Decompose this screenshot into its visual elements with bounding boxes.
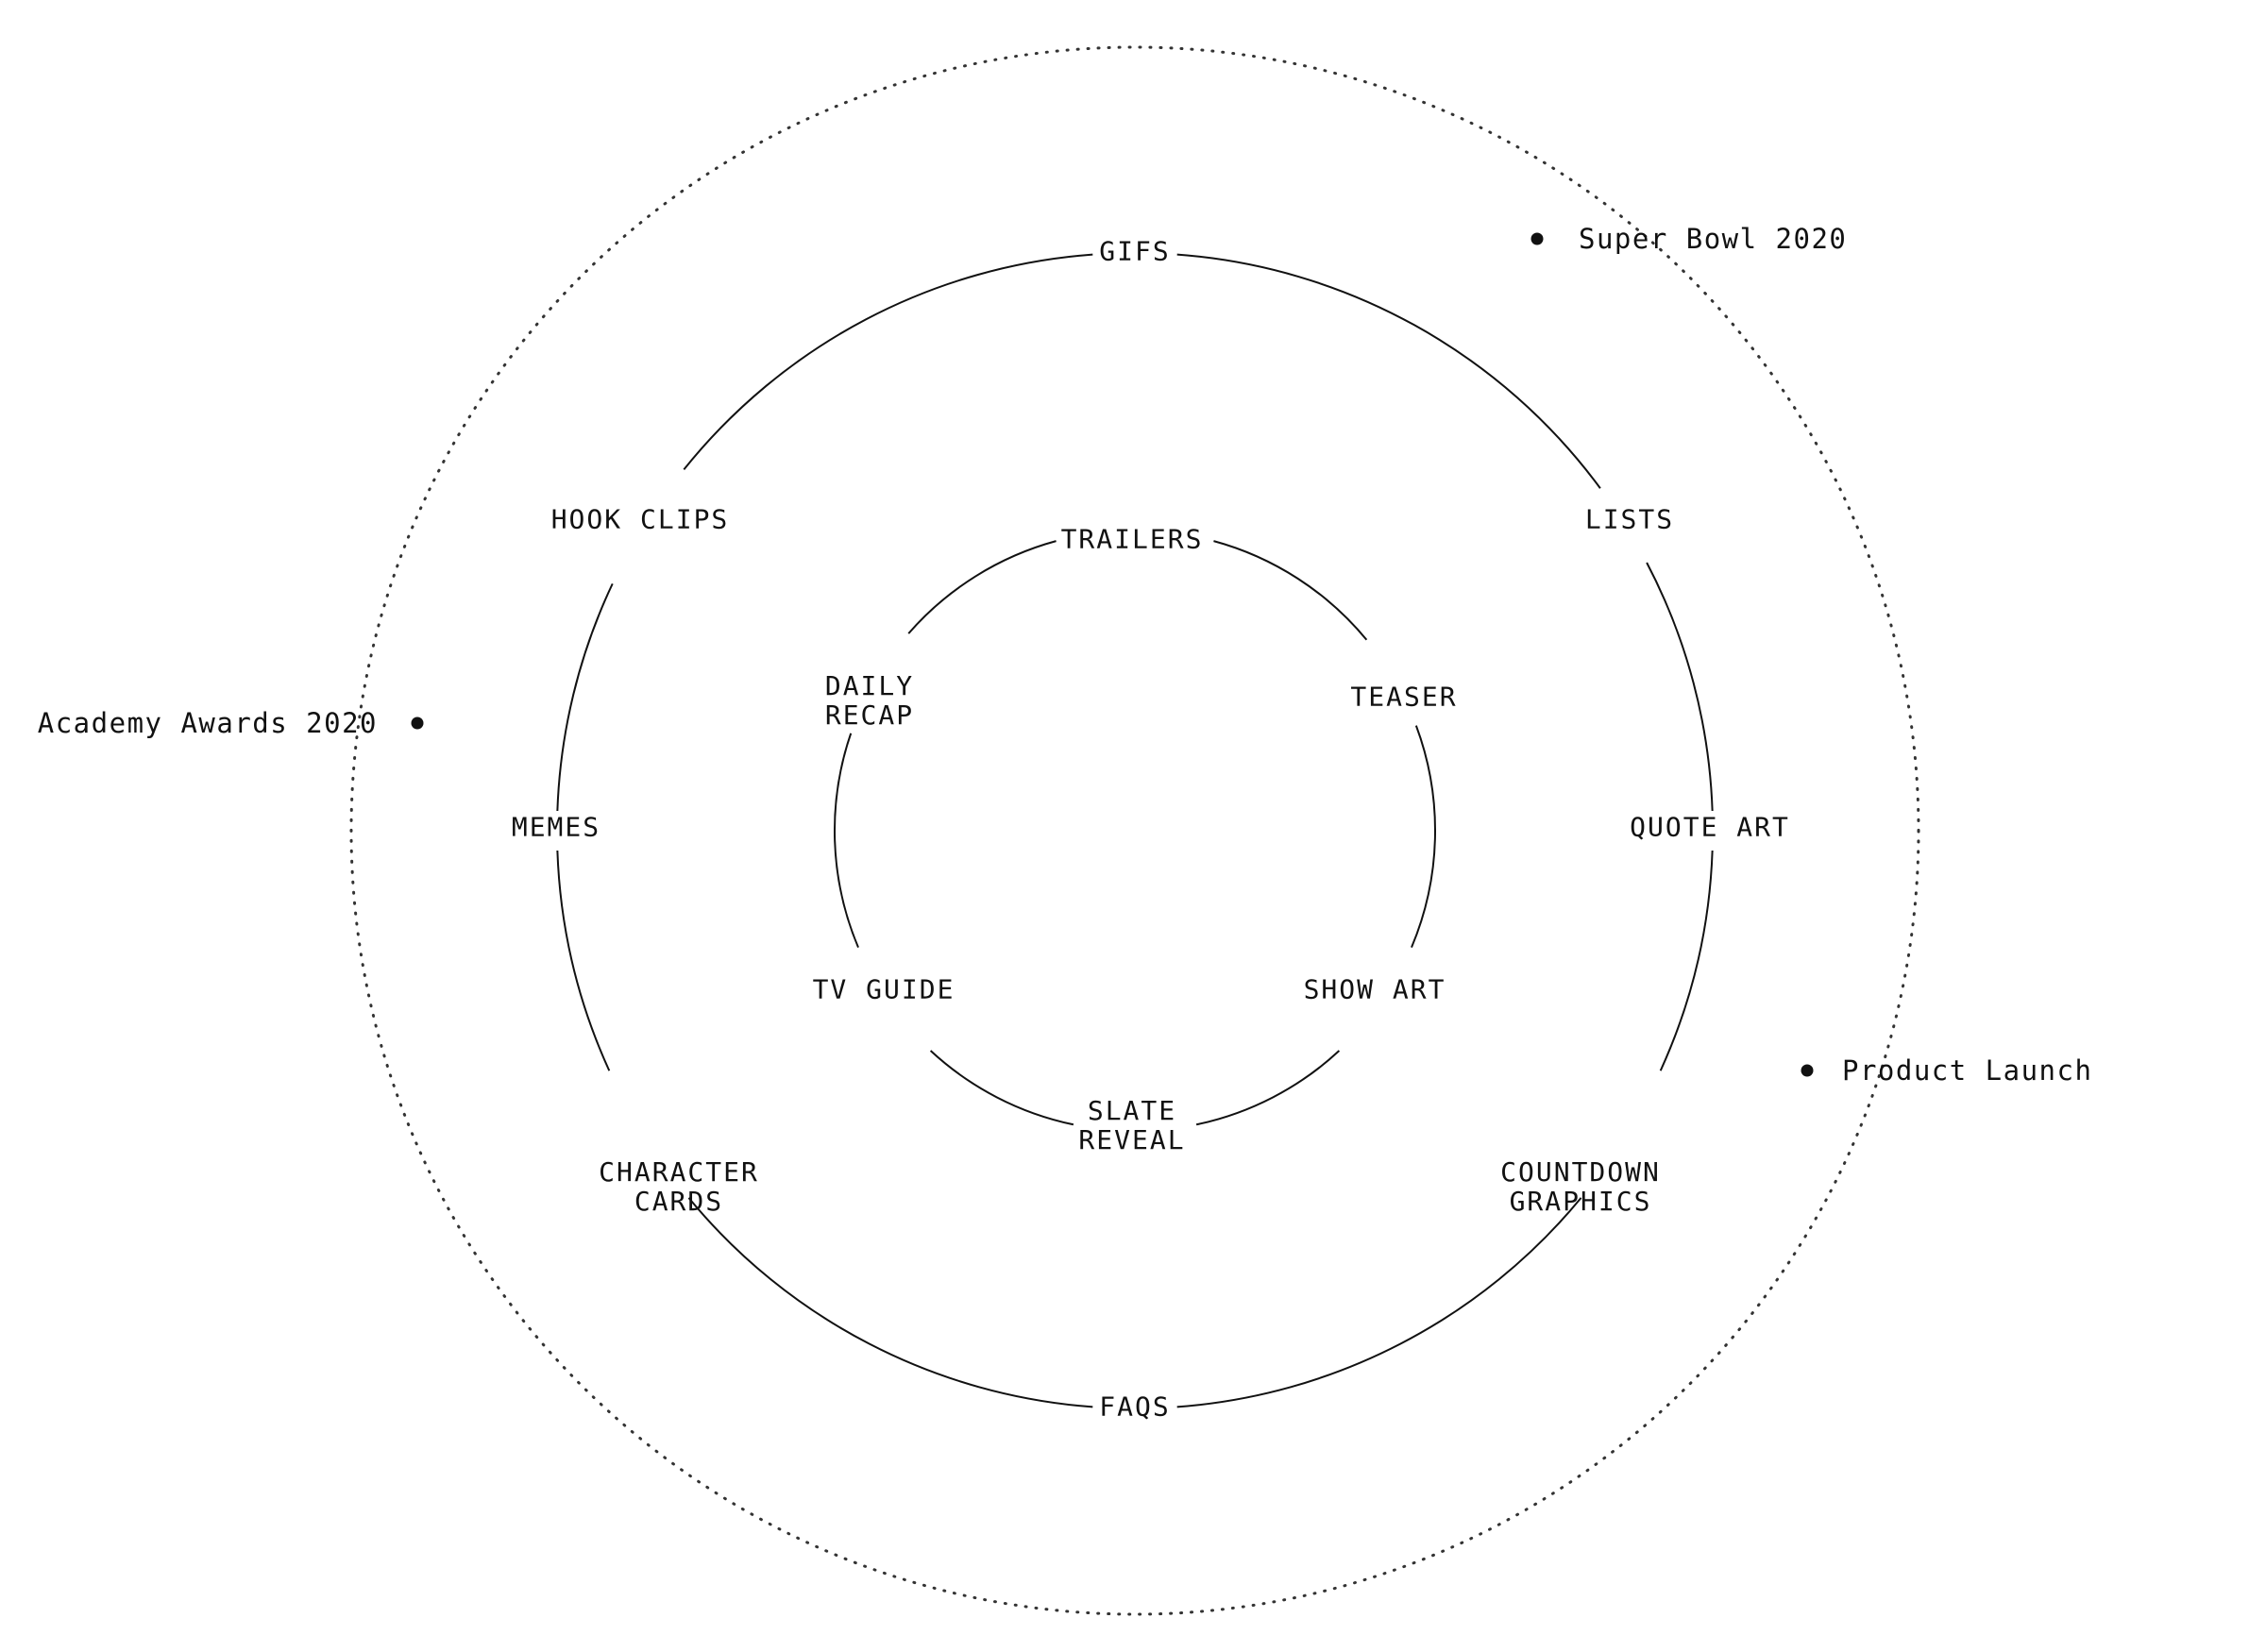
- label-teaser: TEASER: [1350, 682, 1457, 713]
- inner-ring-arc: [1213, 540, 1368, 641]
- middle-ring-arc: [1659, 850, 1714, 1071]
- inner-ring-arc: [907, 540, 1057, 634]
- label-countdown-graphics-line-1: COUNTDOWN: [1500, 1156, 1661, 1188]
- event-label-product-launch: Product Launch: [1842, 1054, 2092, 1087]
- label-memes: MEMES: [512, 812, 600, 843]
- inner-ring-arc: [1195, 1050, 1341, 1126]
- inner-ring-arc: [1411, 725, 1437, 949]
- middle-ring-arc: [1176, 253, 1601, 489]
- outer-ring-dotted: [349, 45, 1920, 1616]
- label-show-art: SHOW ART: [1304, 974, 1446, 1005]
- label-daily-recap-line-1: DAILY: [825, 670, 914, 701]
- middle-ring-arc: [556, 850, 611, 1071]
- label-quote-art: QUOTE ART: [1630, 812, 1790, 843]
- label-character-cards-line-2: CARDS: [634, 1186, 723, 1217]
- middle-ring-arc: [687, 1197, 1093, 1408]
- event-dot-super-bowl: [1530, 232, 1544, 245]
- ring-arcs: [556, 253, 1714, 1408]
- inner-ring-arc: [929, 1050, 1074, 1126]
- label-lists: LISTS: [1585, 504, 1674, 535]
- label-countdown-graphics-line-2: GRAPHICS: [1510, 1186, 1652, 1217]
- event-dot-product-launch: [1801, 1064, 1814, 1077]
- middle-ring-arc: [1646, 562, 1714, 812]
- label-faqs: FAQS: [1099, 1391, 1170, 1423]
- event-label-academy-awards: Academy Awards 2020: [38, 707, 378, 739]
- middle-ring-arc: [556, 582, 614, 812]
- inner-ring-arc: [834, 733, 859, 949]
- event-dot-academy-awards: [411, 716, 424, 730]
- label-hook-clips: HOOK CLIPS: [551, 504, 730, 535]
- label-tv-guide: TV GUIDE: [813, 974, 955, 1005]
- label-slate-reveal-line-1: SLATE: [1088, 1095, 1176, 1126]
- event-label-super-bowl: Super Bowl 2020: [1579, 223, 1847, 255]
- middle-ring-arc: [1176, 1197, 1582, 1408]
- middle-ring-arc: [683, 253, 1093, 471]
- label-gifs: GIFS: [1099, 236, 1170, 267]
- label-trailers: TRAILERS: [1061, 524, 1204, 555]
- label-daily-recap-line-2: RECAP: [825, 700, 914, 731]
- label-character-cards-line-1: CHARACTER: [599, 1156, 759, 1188]
- label-slate-reveal-line-2: REVEAL: [1078, 1124, 1185, 1155]
